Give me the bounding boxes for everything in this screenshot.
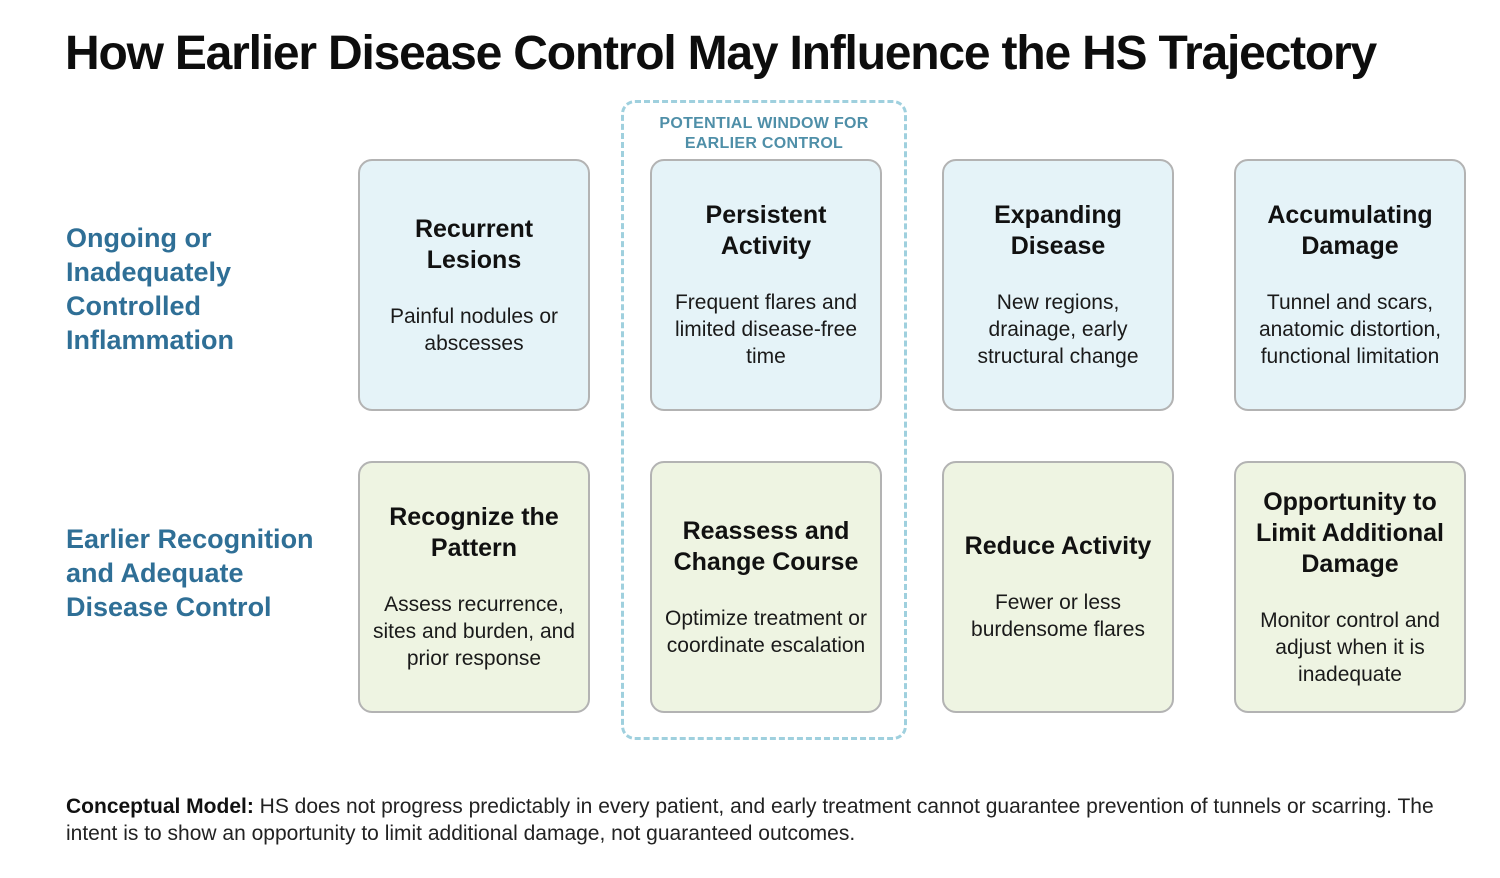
card-description: Fewer or less burdensome flares [971, 591, 1145, 641]
card-description: Assess recurrence, sites and burden, and… [373, 593, 575, 670]
footnote-label: Conceptual Model: [66, 795, 254, 818]
card-title: Recognize the Pattern [389, 503, 559, 562]
card-limit-additional-damage: Opportunity to Limit Additional Damage M… [1234, 461, 1466, 713]
card-description: Frequent flares and limited disease-free… [674, 291, 858, 368]
potential-window-box: POTENTIAL WINDOW FOR EARLIER CONTROL [621, 100, 907, 740]
card-recognize-pattern: Recognize the Pattern Assess recurrence,… [358, 461, 590, 713]
card-description: Painful nodules or abscesses [389, 304, 559, 355]
footnote-text: HS does not progress predictably in ever… [66, 795, 1434, 845]
card-title: Recurrent Lesions [414, 214, 534, 274]
page-title: How Earlier Disease Control May Influenc… [65, 27, 1377, 80]
card-description: New regions, drainage, early structural … [977, 291, 1139, 368]
card-description: Monitor control and adjust when it is in… [1260, 608, 1440, 686]
potential-window-label: POTENTIAL WINDOW FOR EARLIER CONTROL [659, 115, 869, 152]
row-label-disease-control: Earlier Recognition and Adequate Disease… [66, 524, 314, 622]
card-recurrent-lesions: Recurrent Lesions Painful nodules or abs… [358, 159, 590, 411]
card-reduce-activity: Reduce Activity Fewer or less burdensome… [942, 461, 1174, 713]
card-title: Opportunity to Limit Additional Damage [1256, 487, 1444, 578]
conceptual-model-note: Conceptual Model: HS does not progress p… [66, 793, 1466, 847]
card-title: Persistent Activity [705, 201, 827, 260]
card-title: Accumulating Damage [1267, 201, 1433, 260]
card-description: Optimize treatment or coordinate escalat… [665, 606, 867, 657]
card-reassess-change-course: Reassess and Change Course Optimize trea… [650, 461, 882, 713]
card-persistent-activity: Persistent Activity Frequent flares and … [650, 159, 882, 411]
card-title: Reduce Activity [964, 532, 1152, 560]
card-accumulating-damage: Accumulating Damage Tunnel and scars, an… [1234, 159, 1466, 411]
card-title: Expanding Disease [994, 201, 1122, 260]
card-description: Tunnel and scars, anatomic distortion, f… [1258, 291, 1442, 368]
row-label-inflammation: Ongoing or Inadequately Controlled Infla… [66, 223, 235, 355]
card-expanding-disease: Expanding Disease New regions, drainage,… [942, 159, 1174, 411]
card-title: Reassess and Change Course [673, 516, 859, 576]
